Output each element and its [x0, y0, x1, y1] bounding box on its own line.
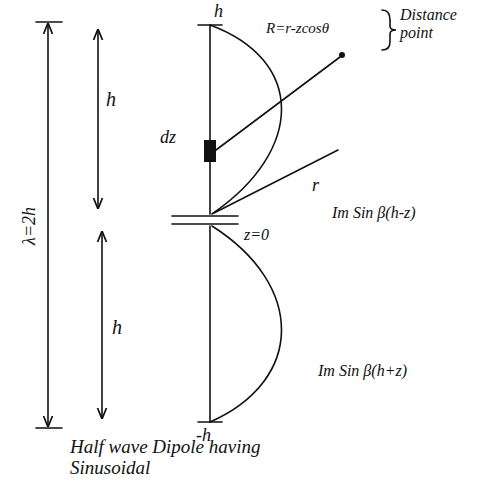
dimension-label: h	[106, 88, 116, 110]
current-lobe	[210, 226, 282, 422]
dimension-label: h	[112, 316, 122, 338]
point-label: Distance point	[400, 6, 480, 41]
antenna-upper-arm	[209, 25, 211, 214]
distant-point	[339, 52, 345, 58]
dimension-line	[101, 232, 103, 418]
feed-line	[172, 215, 238, 217]
caption: Half wave Dipole having Sinusoidal	[70, 437, 330, 479]
ray-line	[214, 150, 338, 213]
brace	[382, 10, 396, 50]
current-formula: Im Sin β(h+z)	[318, 362, 407, 380]
element-label: dz	[160, 128, 176, 148]
distance-label: r	[312, 176, 319, 196]
end-label: h	[214, 2, 223, 22]
antenna-lower-arm	[209, 226, 211, 422]
dimension-line	[97, 30, 99, 208]
path-formula: R=r-zcosθ	[266, 20, 329, 37]
dimension-line	[47, 24, 49, 426]
ray-line	[216, 57, 340, 150]
current-formula: Im Sin β(h-z)	[332, 204, 416, 222]
current-element	[204, 140, 216, 162]
feed-line	[172, 223, 238, 225]
origin-label: z=0	[244, 226, 269, 244]
dimension-tick	[36, 427, 62, 429]
current-lobe	[210, 25, 282, 214]
length-label: λ=2h	[20, 207, 40, 245]
dimension-tick	[36, 21, 62, 23]
